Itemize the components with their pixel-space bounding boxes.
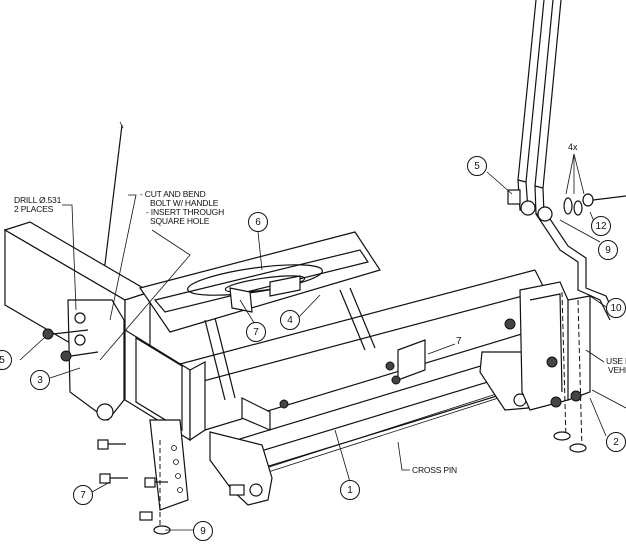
note-cut-line1: - CUT AND BEND <box>140 189 206 199</box>
left-fasteners <box>42 328 99 362</box>
balloon-10: 10 <box>606 298 626 318</box>
handle-tip <box>119 121 124 129</box>
right-receiver <box>504 281 591 453</box>
balloon-3: 3 <box>30 370 50 390</box>
support-struts <box>204 287 426 431</box>
center-plate <box>139 231 381 333</box>
note-use-line2: VEHIC <box>608 365 626 375</box>
balloon-2: 2 <box>606 432 626 452</box>
balloon-9-right: 9 <box>598 240 618 260</box>
bent-bracket <box>535 209 617 321</box>
note-use-line1: USE E <box>606 356 626 366</box>
balloon-7-bolt: 7 <box>73 485 93 505</box>
balloon-5-right: 5 <box>467 156 487 176</box>
balloon-9-bottom: 9 <box>193 521 213 541</box>
balloon-12: 12 <box>591 216 611 236</box>
balloon-1: 1 <box>340 480 360 500</box>
note-cut-line3: - INSERT THROUGH <box>146 207 225 217</box>
leader-lines <box>19 153 626 531</box>
balloon-6: 6 <box>248 212 268 232</box>
lower-left-ear <box>209 431 273 506</box>
qty-4x: 4x <box>568 142 578 152</box>
note-cut-line2: BOLT W/ HANDLE <box>150 198 219 208</box>
upright-bars <box>517 0 562 215</box>
balloon-7-plate: 7 <box>246 322 266 342</box>
loose-bolts <box>97 439 171 535</box>
balloon-4: 4 <box>280 310 300 330</box>
vertical-post <box>149 419 189 530</box>
note-cross-pin: CROSS PIN <box>412 465 457 475</box>
note-drill-line1: DRILL Ø.531 <box>14 195 62 205</box>
left-side-plate <box>67 299 125 421</box>
callout-7-text: 7 <box>456 336 462 347</box>
note-drill-line2: 2 PLACES <box>14 204 54 214</box>
note-cut-line4: SQUARE HOLE <box>150 216 210 226</box>
